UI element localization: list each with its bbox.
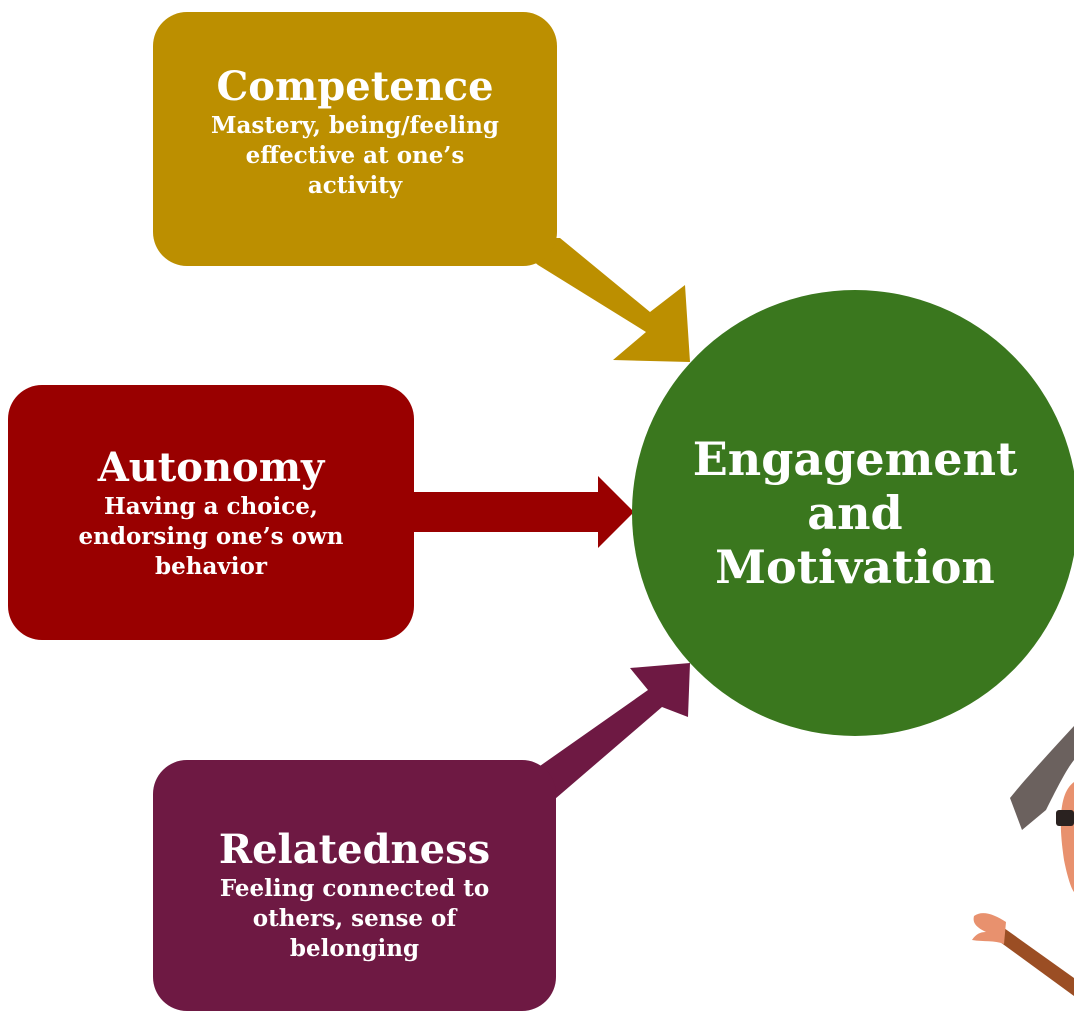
competence-box: Competence Mastery, being/feeling effect…	[153, 12, 557, 266]
character-hand	[972, 913, 1006, 944]
character-hair	[1010, 726, 1074, 830]
arrow-autonomy-to-center	[410, 476, 634, 548]
relatedness-box: Relatedness Feeling connected to others,…	[153, 760, 556, 1011]
center-label-line: Motivation	[715, 540, 995, 594]
engagement-motivation-circle: Engagement and Motivation	[632, 290, 1074, 736]
competence-description-line: activity	[307, 172, 403, 199]
competence-description-line: effective at one’s	[245, 142, 465, 169]
competence-title: Competence	[216, 63, 494, 110]
competence-description-line: Mastery, being/feeling	[211, 112, 499, 139]
autonomy-box: Autonomy Having a choice, endorsing one’…	[8, 385, 414, 640]
character-arm	[1000, 928, 1074, 996]
autonomy-description-line: behavior	[155, 552, 267, 580]
autonomy-title: Autonomy	[97, 443, 325, 491]
autonomy-description-line: endorsing one’s own	[78, 522, 344, 550]
arrow-competence-to-center	[505, 238, 690, 362]
relatedness-description-line: others, sense of	[252, 904, 457, 932]
relatedness-description-line: Feeling connected to	[219, 874, 490, 902]
character-face	[1060, 782, 1074, 892]
character-glasses	[1056, 810, 1074, 826]
cartoon-character-illustration	[972, 726, 1074, 996]
relatedness-description-line: belonging	[289, 934, 420, 962]
center-label-line: and	[807, 486, 903, 540]
relatedness-title: Relatedness	[218, 825, 491, 873]
arrow-relatedness-to-center	[510, 663, 690, 805]
center-label-line: Engagement	[692, 432, 1018, 486]
autonomy-description-line: Having a choice,	[104, 492, 318, 520]
